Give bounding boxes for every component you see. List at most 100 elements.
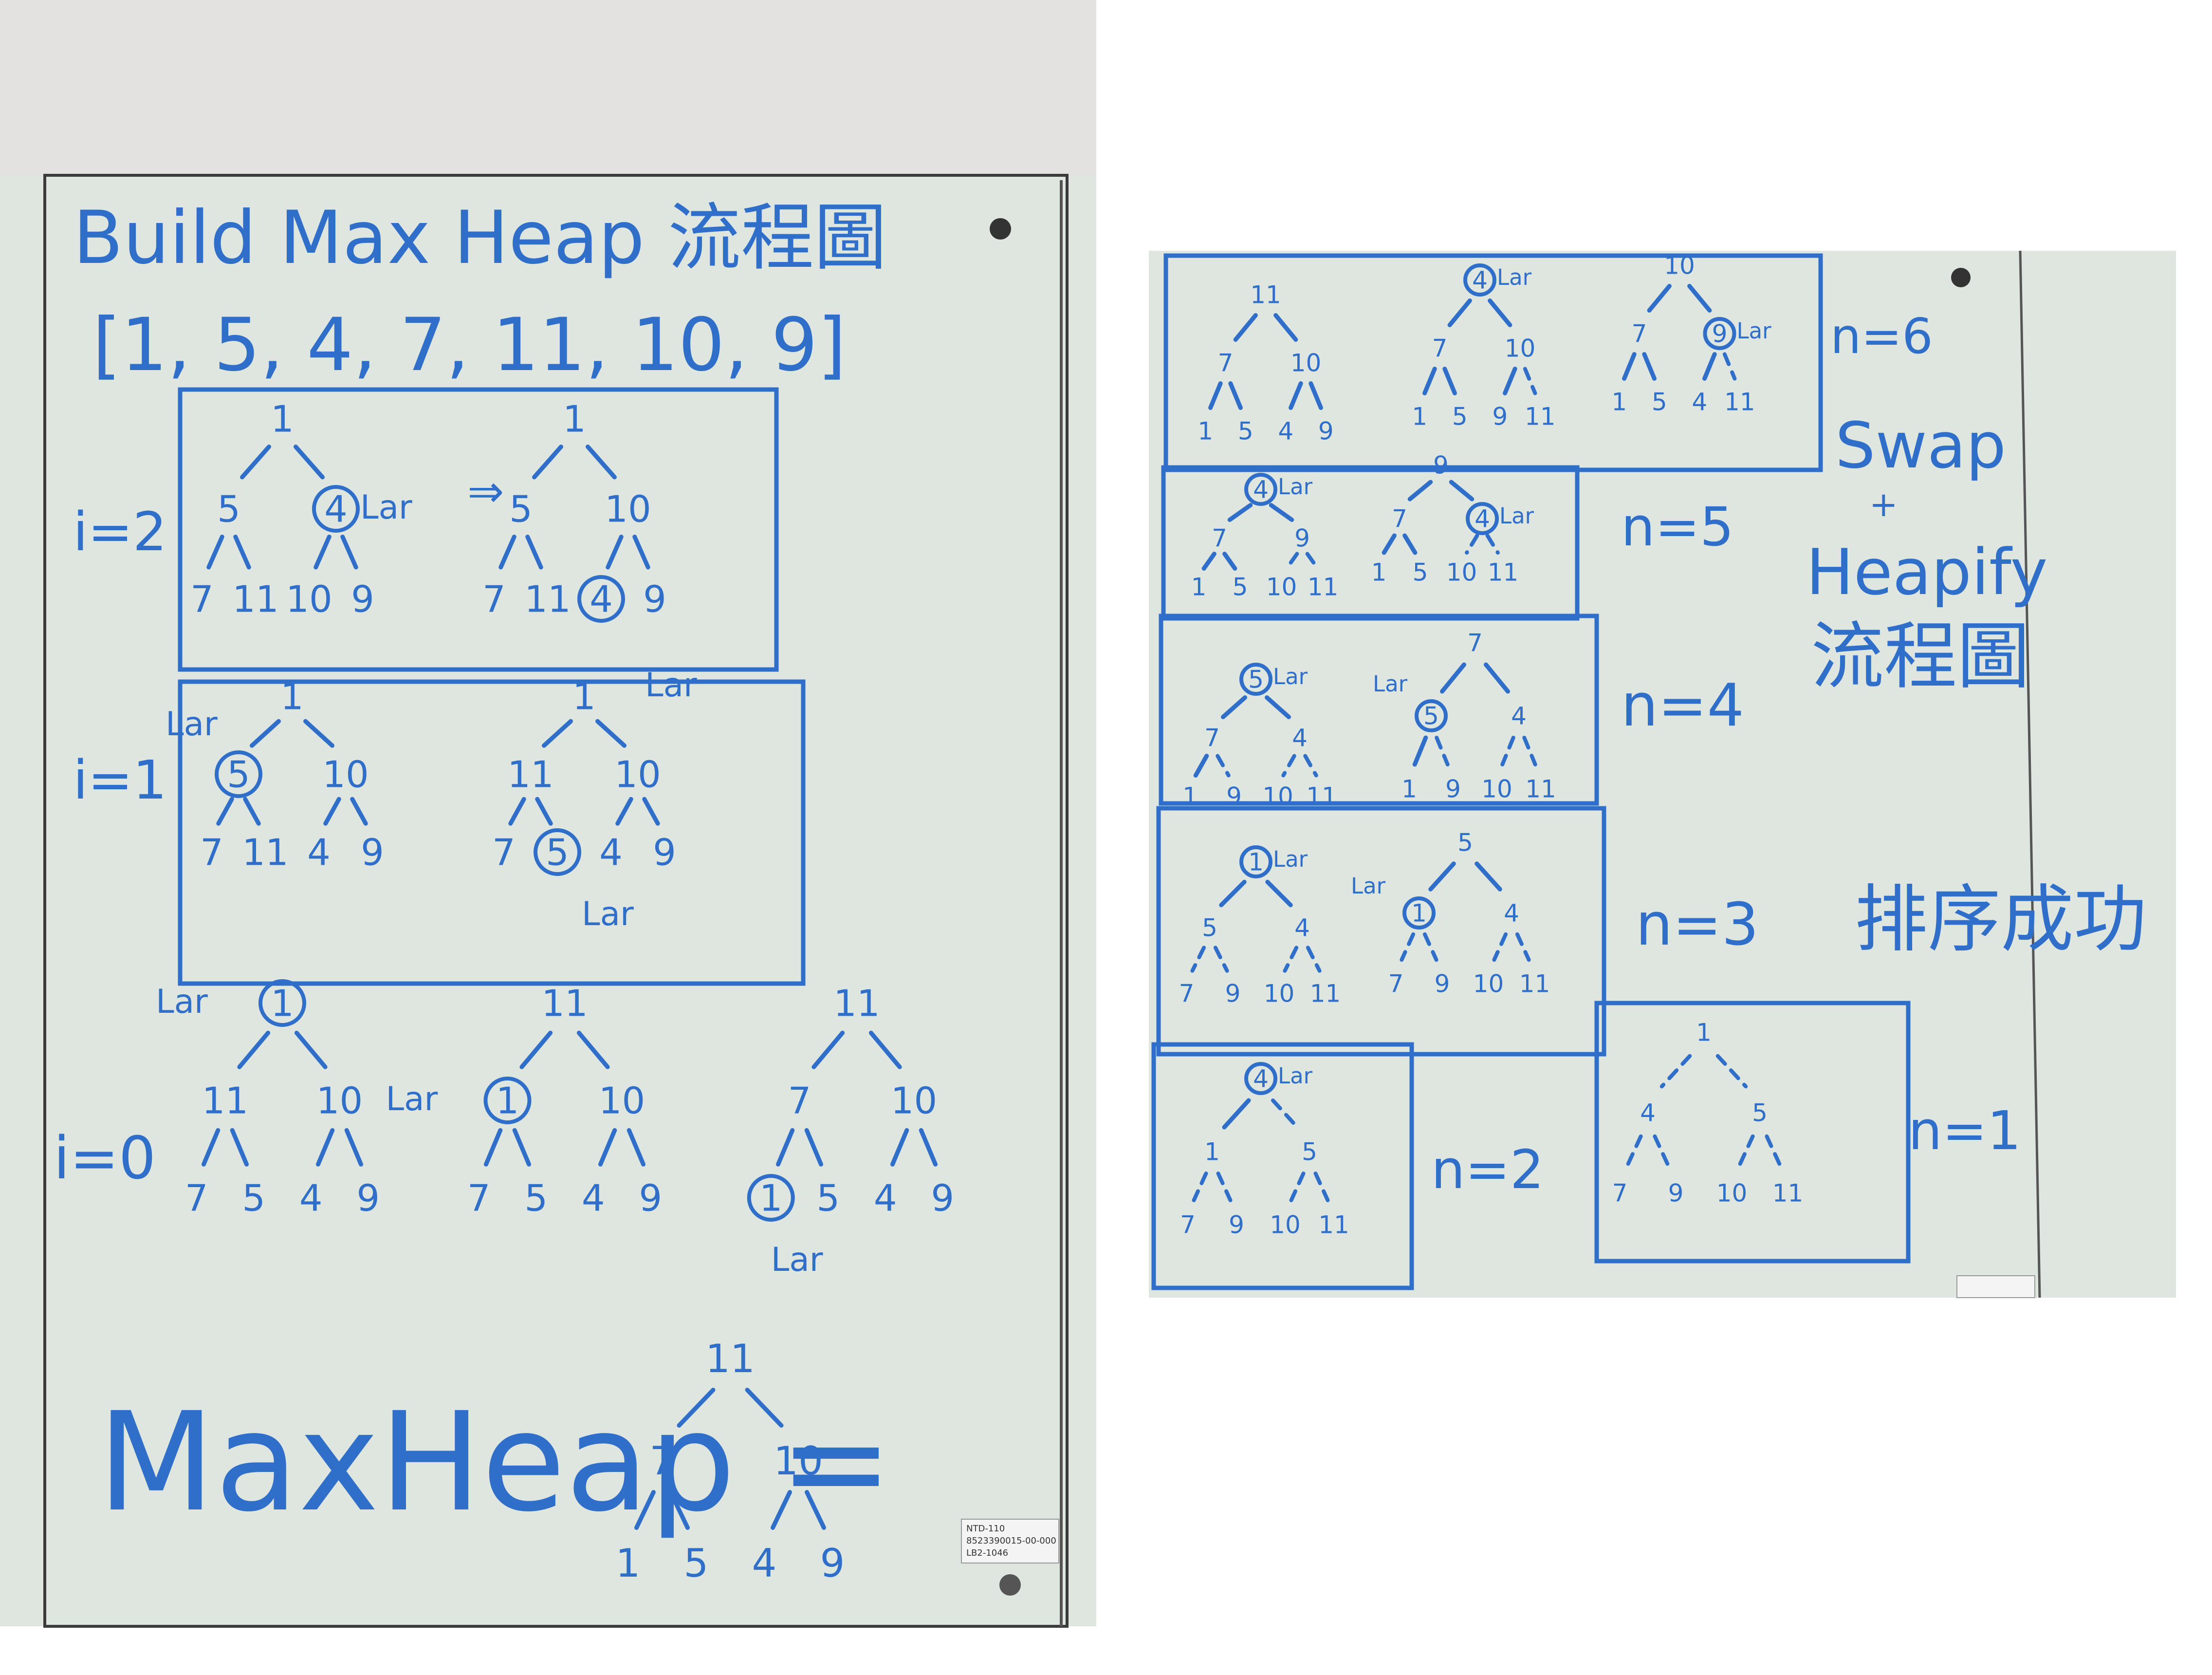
- tree-node: 1: [271, 397, 294, 440]
- tree-node: 4: [299, 1176, 323, 1219]
- tree-node: 1: [1412, 403, 1427, 431]
- tree-edge: [303, 719, 334, 748]
- tree-node: 7: [467, 1176, 491, 1219]
- tree-edge: [1227, 503, 1253, 522]
- tree-edge: [1201, 552, 1217, 571]
- tree-node: 7: [650, 1438, 675, 1484]
- tree-node: 7: [1179, 980, 1195, 1008]
- tree-edge: [498, 535, 516, 570]
- lar-circle: [1239, 845, 1272, 878]
- tree-node: 5: [1202, 914, 1217, 942]
- tree-node: 10: [1270, 1211, 1301, 1239]
- tree-edge: [1412, 735, 1428, 767]
- sticker-line-1: NTD-110: [966, 1524, 1005, 1534]
- tree-node: 4: [1504, 899, 1519, 928]
- tree-node: 11: [202, 1079, 248, 1122]
- tree-edge: [542, 719, 573, 748]
- tree-node: 11: [1308, 573, 1339, 601]
- tree-node: 1: [280, 675, 304, 718]
- tree-edge: [1228, 381, 1243, 410]
- tree-node: 10: [1505, 335, 1536, 363]
- tree-node: 4: [1292, 724, 1308, 752]
- tree-edge: [1265, 695, 1291, 719]
- tree-node: 1: [1411, 899, 1427, 928]
- lar-label: Lar: [1278, 1063, 1313, 1089]
- tree-node: 1: [616, 1541, 641, 1586]
- label-n4: n=4: [1621, 672, 1744, 740]
- tree-node: 11: [1519, 970, 1550, 998]
- tree-node: 7: [1204, 724, 1220, 752]
- tree-node: 11: [541, 982, 588, 1024]
- tree-edge: [1400, 932, 1416, 962]
- tree-edge: [1306, 946, 1322, 973]
- tree-node: 1: [496, 1079, 519, 1122]
- tree-edge: [230, 1128, 249, 1167]
- tree-node: 9: [356, 1176, 380, 1219]
- tree-edge: [1303, 754, 1318, 778]
- tree-edge: [350, 797, 368, 826]
- box-n2: [1151, 1042, 1414, 1290]
- maxheap-label: MaxHeap =: [97, 1383, 893, 1542]
- tree-edge: [294, 1030, 328, 1069]
- tree-node: 7: [788, 1079, 811, 1122]
- tree-node: 1: [1248, 848, 1264, 876]
- tree-edge: [1402, 533, 1418, 555]
- tree-edge: [1216, 1172, 1233, 1202]
- tree-edge: [1484, 662, 1510, 694]
- tree-node: 11: [1525, 775, 1556, 803]
- tree-edge: [201, 1128, 221, 1167]
- tree-node: 10: [322, 753, 369, 796]
- tree-node: 7: [1180, 1211, 1196, 1239]
- label-n5: n=5: [1621, 496, 1734, 558]
- tree-node: 5: [242, 1176, 265, 1219]
- tree-node: 9: [1433, 451, 1449, 480]
- tree-node: 9: [1435, 970, 1450, 998]
- sticker-left: [961, 1519, 1059, 1563]
- lar-circle: [1239, 663, 1272, 696]
- lar-label: Lar: [582, 894, 634, 933]
- label-n3: n=3: [1636, 891, 1759, 959]
- tree-node: 10: [774, 1438, 823, 1484]
- tree-node: 1: [1611, 388, 1627, 416]
- tree-node: 9: [1668, 1179, 1684, 1208]
- tree-node: 9: [1712, 320, 1728, 348]
- tree-edge: [890, 1128, 909, 1167]
- lar-circle: [258, 979, 306, 1027]
- tree-edge: [642, 797, 660, 826]
- tree-node: 4: [752, 1541, 777, 1586]
- tree-node: 11: [524, 577, 571, 620]
- label-i1: i=1: [73, 749, 167, 811]
- right-title-flowchart: 流程圖: [1811, 614, 2030, 699]
- tree-edge: [1265, 879, 1293, 908]
- lar-circle: [1463, 263, 1496, 297]
- tree-edge: [1522, 736, 1537, 766]
- tree-node: 5: [524, 1176, 548, 1219]
- tree-edge: [576, 1030, 610, 1069]
- tree-edge: [1435, 736, 1450, 766]
- lar-circle: [1244, 1062, 1277, 1095]
- tree-node: 5: [217, 487, 240, 530]
- tree-edge: [1407, 480, 1433, 502]
- lar-label: Lar: [771, 1240, 823, 1279]
- tree-node: 5: [509, 487, 533, 530]
- right-board-edge: [2019, 250, 2041, 1298]
- tree-edge: [1687, 284, 1712, 313]
- lar-circle: [534, 828, 581, 876]
- tree-node: 9: [653, 831, 676, 874]
- tree-node: 1: [1191, 573, 1207, 601]
- tree-edge: [294, 445, 325, 480]
- lar-label: Lar: [1351, 873, 1386, 899]
- lar-label: Lar: [1737, 318, 1772, 344]
- tree-node: 4: [599, 831, 623, 874]
- tree-edge: [1647, 284, 1672, 313]
- tree-edge: [677, 1388, 716, 1428]
- arrow-i2: ⇒: [467, 466, 504, 517]
- tree-edge: [1622, 352, 1637, 381]
